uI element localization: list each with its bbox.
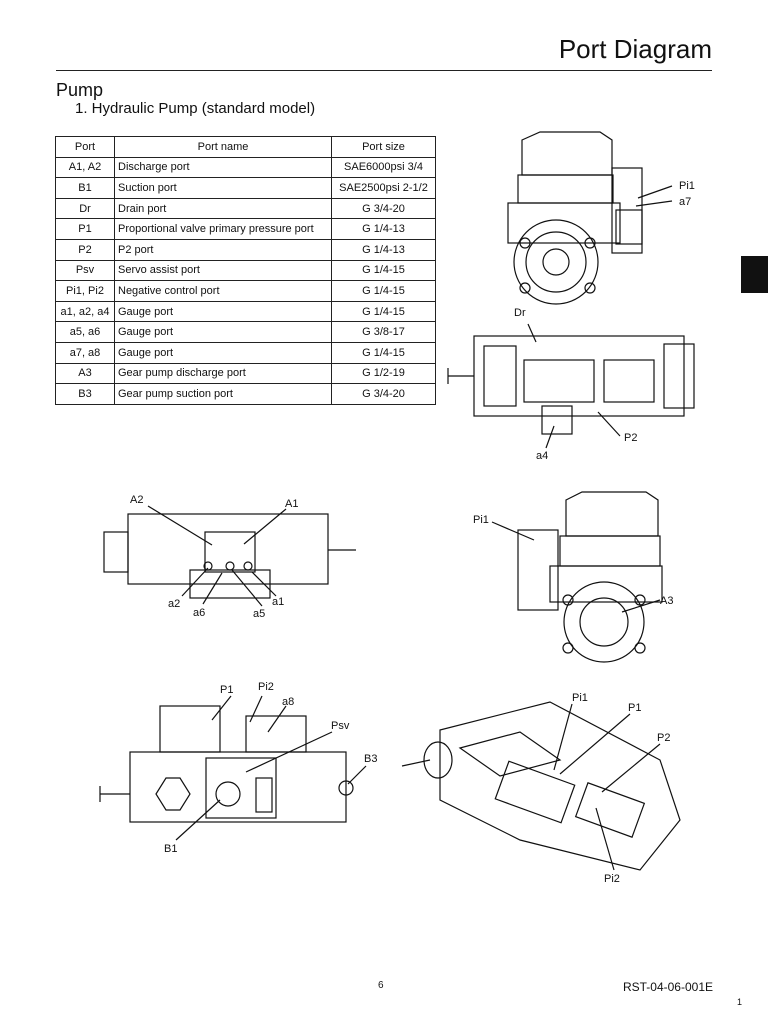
port-cell: B3	[55, 383, 115, 405]
callout-pi1: Pi1	[473, 514, 489, 526]
chapter-tab-marker	[741, 256, 768, 293]
callout-a3: A3	[660, 595, 673, 607]
callout-pi2: Pi2	[604, 873, 620, 885]
callout-a1-port: A1	[285, 498, 298, 510]
callout-pi2: Pi2	[258, 681, 274, 693]
callout-a1-gauge: a1	[272, 596, 284, 608]
document-code: RST-04-06-001E	[622, 980, 713, 994]
title-divider	[56, 70, 712, 71]
callout-a2-gauge: a2	[168, 598, 180, 610]
port-size-cell: G 3/8-17	[331, 321, 436, 343]
port-size-cell: G 1/2-19	[331, 362, 436, 385]
callout-psv: Psv	[331, 720, 350, 732]
column-header-port-size: Port size	[331, 136, 436, 158]
section-title: Pump	[56, 80, 104, 100]
pump-front-view-figure	[507, 131, 673, 305]
pump-rear-view-figure	[491, 491, 663, 663]
port-name-cell: Drain port	[114, 197, 332, 220]
callout-labels: Pi1 a7 Dr P2 a4 A2 A1 a2 a6 a1 a5 Pi1 A3…	[130, 180, 695, 885]
column-header-port-name: Port name	[114, 136, 332, 158]
callout-a4: a4	[536, 450, 548, 462]
port-size-cell: G 1/4-13	[331, 238, 436, 261]
callout-a2-port: A2	[130, 494, 143, 506]
pump-left-view-figure	[99, 695, 367, 841]
callout-a5: a5	[253, 608, 265, 620]
subsection-title: 1. Hydraulic Pump (standard model)	[75, 100, 316, 117]
callout-pi1: Pi1	[572, 692, 588, 704]
port-name-cell: Gear pump suction port	[114, 383, 332, 405]
port-cell: a5, a6	[55, 321, 115, 343]
callout-pi1: Pi1	[679, 180, 695, 192]
port-size-cell: G 3/4-20	[331, 383, 436, 405]
port-name-cell: Gauge port	[114, 321, 332, 343]
callout-b3: B3	[364, 753, 377, 765]
port-cell: a7, a8	[55, 341, 115, 364]
callout-p2: P2	[624, 432, 637, 444]
port-size-cell: SAE6000psi 3/4	[331, 156, 436, 179]
sheet-number: 1	[736, 997, 742, 1007]
port-size-cell: G 1/4-15	[331, 280, 436, 302]
callout-a7: a7	[679, 196, 691, 208]
port-name-cell: Proportional valve primary pressure port	[114, 218, 332, 240]
callout-a8: a8	[282, 696, 294, 708]
page-number: 6	[378, 980, 384, 991]
port-cell: B1	[55, 177, 115, 199]
pump-top-view-figure	[447, 323, 695, 449]
page-title: Port Diagram	[558, 34, 712, 64]
port-size-cell: G 1/4-15	[331, 300, 436, 323]
port-size-cell: G 1/4-15	[331, 259, 436, 282]
callout-b1: B1	[164, 843, 177, 855]
callout-p2: P2	[657, 732, 670, 744]
callout-a6: a6	[193, 607, 205, 619]
table-header-row: Port Port name Port size	[55, 136, 436, 158]
callout-p1: P1	[628, 702, 641, 714]
pump-isometric-view-figure	[401, 701, 681, 871]
callout-dr: Dr	[514, 307, 526, 319]
callout-p1: P1	[220, 684, 233, 696]
pump-side-view-figure	[103, 505, 356, 607]
